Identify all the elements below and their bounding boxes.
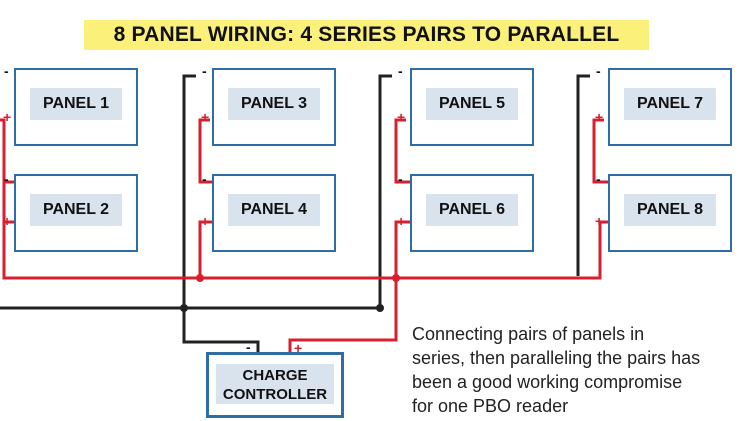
diagram-title: 8 PANEL WIRING: 4 SERIES PAIRS TO PARALL… <box>113 23 620 46</box>
negative-terminal-sign: - <box>596 171 601 187</box>
panel-label: PANEL 1 <box>30 88 122 120</box>
caption-line: for one PBO reader <box>412 396 569 416</box>
caption-line: series, then paralleling the pairs has <box>412 348 701 368</box>
positive-terminal-sign: + <box>201 109 210 125</box>
pair2-series-wire <box>198 118 212 184</box>
panel-label: PANEL 4 <box>228 194 320 226</box>
charge-controller-label: CHARGE CONTROLLER <box>216 364 334 404</box>
positive-terminal-sign: + <box>201 213 210 229</box>
pair4-series-wire <box>592 118 608 184</box>
pair3-positive-wire <box>394 220 410 278</box>
pair1-positive-wire <box>2 220 14 278</box>
junction-dot <box>376 304 384 312</box>
negative-terminal-sign: - <box>202 63 207 79</box>
negative-terminal-sign: - <box>4 63 9 79</box>
positive-terminal-sign: + <box>397 109 406 125</box>
charge-controller-line2: CONTROLLER <box>222 386 328 403</box>
junction-dot <box>392 274 400 282</box>
controller-positive-sign: + <box>294 340 303 356</box>
panel-2: PANEL 2 <box>14 174 138 252</box>
pair2-positive-wire <box>198 220 212 278</box>
positive-terminal-sign: + <box>595 213 604 229</box>
positive-terminal-sign: + <box>397 213 406 229</box>
junction-dot <box>180 304 188 312</box>
negative-terminal-sign: - <box>398 63 403 79</box>
panel-4: PANEL 4 <box>212 174 336 252</box>
pair4-negative-wire <box>576 74 590 276</box>
junction-dot <box>196 274 204 282</box>
panel-1: PANEL 1 <box>14 68 138 146</box>
caption-line: Connecting pairs of panels in <box>412 324 645 344</box>
positive-terminal-sign: + <box>3 109 12 125</box>
positive-terminal-sign: + <box>595 109 604 125</box>
pair2-negative-wire <box>182 74 196 308</box>
controller-negative-sign: - <box>246 339 251 355</box>
panel-label: PANEL 8 <box>624 194 716 226</box>
panel-8: PANEL 8 <box>608 174 732 252</box>
panel-label: PANEL 2 <box>30 194 122 226</box>
negative-terminal-sign: - <box>398 171 403 187</box>
controller-positive-wire <box>288 278 398 352</box>
panel-6: PANEL 6 <box>410 174 534 252</box>
panel-label: PANEL 6 <box>426 194 518 226</box>
panel-7: PANEL 7 <box>608 68 732 146</box>
positive-terminal-sign: + <box>3 213 12 229</box>
panel-5: PANEL 5 <box>410 68 534 146</box>
title-highlight <box>84 20 649 50</box>
negative-terminal-sign: - <box>202 171 207 187</box>
pair3-negative-wire <box>378 74 392 308</box>
controller-negative-wire <box>182 308 260 352</box>
caption-line: been a good working compromise <box>412 372 683 392</box>
panel-label: PANEL 3 <box>228 88 320 120</box>
charge-controller: CHARGE CONTROLLER <box>206 352 344 418</box>
pair3-series-wire <box>394 118 410 184</box>
negative-terminal-sign: - <box>596 63 601 79</box>
panel-label: PANEL 5 <box>426 88 518 120</box>
pair1-series-wire <box>2 120 14 184</box>
panel-3: PANEL 3 <box>212 68 336 146</box>
negative-terminal-sign: - <box>4 171 9 187</box>
caption: Connecting pairs of panels in series, th… <box>412 322 742 418</box>
panel-label: PANEL 7 <box>624 88 716 120</box>
charge-controller-line1: CHARGE <box>242 367 308 384</box>
